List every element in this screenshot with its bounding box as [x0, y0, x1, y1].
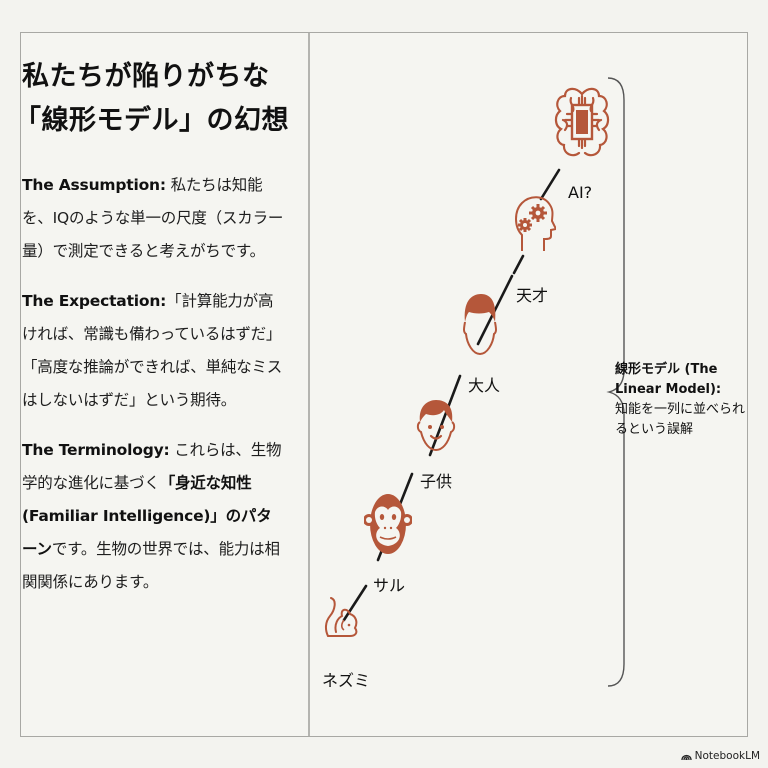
- linear-model-title: 線形モデル (The Linear Model):: [615, 362, 722, 397]
- expectation-paragraph: The Expectation:「計算能力が高ければ、常識も備わっているはずだ」…: [22, 285, 284, 417]
- notebooklm-logo-text: NotebookLM: [694, 750, 760, 762]
- notebooklm-branding: NotebookLM: [680, 750, 760, 762]
- child-face-icon: [416, 400, 456, 452]
- title-line-1: 私たちが陥りがちな: [22, 61, 270, 92]
- expectation-label: The Expectation:: [22, 292, 167, 310]
- step-label-monkey: サル: [373, 576, 406, 595]
- terminology-label: The Terminology:: [22, 441, 170, 459]
- step-label-genius: 天才: [516, 286, 549, 305]
- genius-head-gears-icon: [515, 196, 556, 251]
- slide-title: 私たちが陥りがちな 「線形モデル」の幻想: [14, 55, 289, 143]
- monkey-icon: [364, 494, 412, 554]
- step-label-mouse: ネズミ: [322, 671, 371, 690]
- step-label-adult: 大人: [468, 376, 501, 395]
- terminology-paragraph: The Terminology: これらは、生物学的な進化に基づく「身近な知性 …: [22, 434, 284, 599]
- linear-model-description: 知能を一列に並べられるという誤解: [615, 402, 746, 437]
- ai-brain-chip-icon: [554, 87, 610, 157]
- title-line-2: 「線形モデル」の幻想: [14, 105, 289, 136]
- notebooklm-logo-icon: [680, 754, 692, 761]
- step-label-child: 子供: [420, 472, 453, 491]
- mouse-icon: [324, 597, 358, 637]
- terminology-text-after: です。生物の世界では、能力は相関関係にあります。: [22, 540, 280, 591]
- linear-model-annotation: 線形モデル (The Linear Model): 知能を一列に並べられるという…: [615, 360, 745, 440]
- slide-frame: [20, 32, 748, 737]
- terminology-highlight: 「身近な知性 (Familiar Intelligence)」のパターン: [22, 474, 272, 558]
- step-label-ai: AI?: [568, 183, 593, 202]
- assumption-text: 私たちは知能を、IQのような単一の尺度（スカラー量）で測定できると考えがちです。: [22, 176, 284, 260]
- assumption-label: The Assumption:: [22, 176, 166, 194]
- expectation-text: 「計算能力が高ければ、常識も備わっているはずだ」「高度な推論ができれば、単純なミ…: [22, 292, 283, 409]
- assumption-paragraph: The Assumption: 私たちは知能を、IQのような単一の尺度（スカラー…: [22, 169, 284, 268]
- adult-face-icon: [463, 294, 497, 356]
- column-divider: [308, 33, 310, 736]
- terminology-text-before: これらは、生物学的な進化に基づく: [22, 441, 282, 492]
- left-column: 私たちが陥りがちな 「線形モデル」の幻想 The Assumption: 私たち…: [14, 55, 289, 599]
- brace-line: [606, 77, 625, 687]
